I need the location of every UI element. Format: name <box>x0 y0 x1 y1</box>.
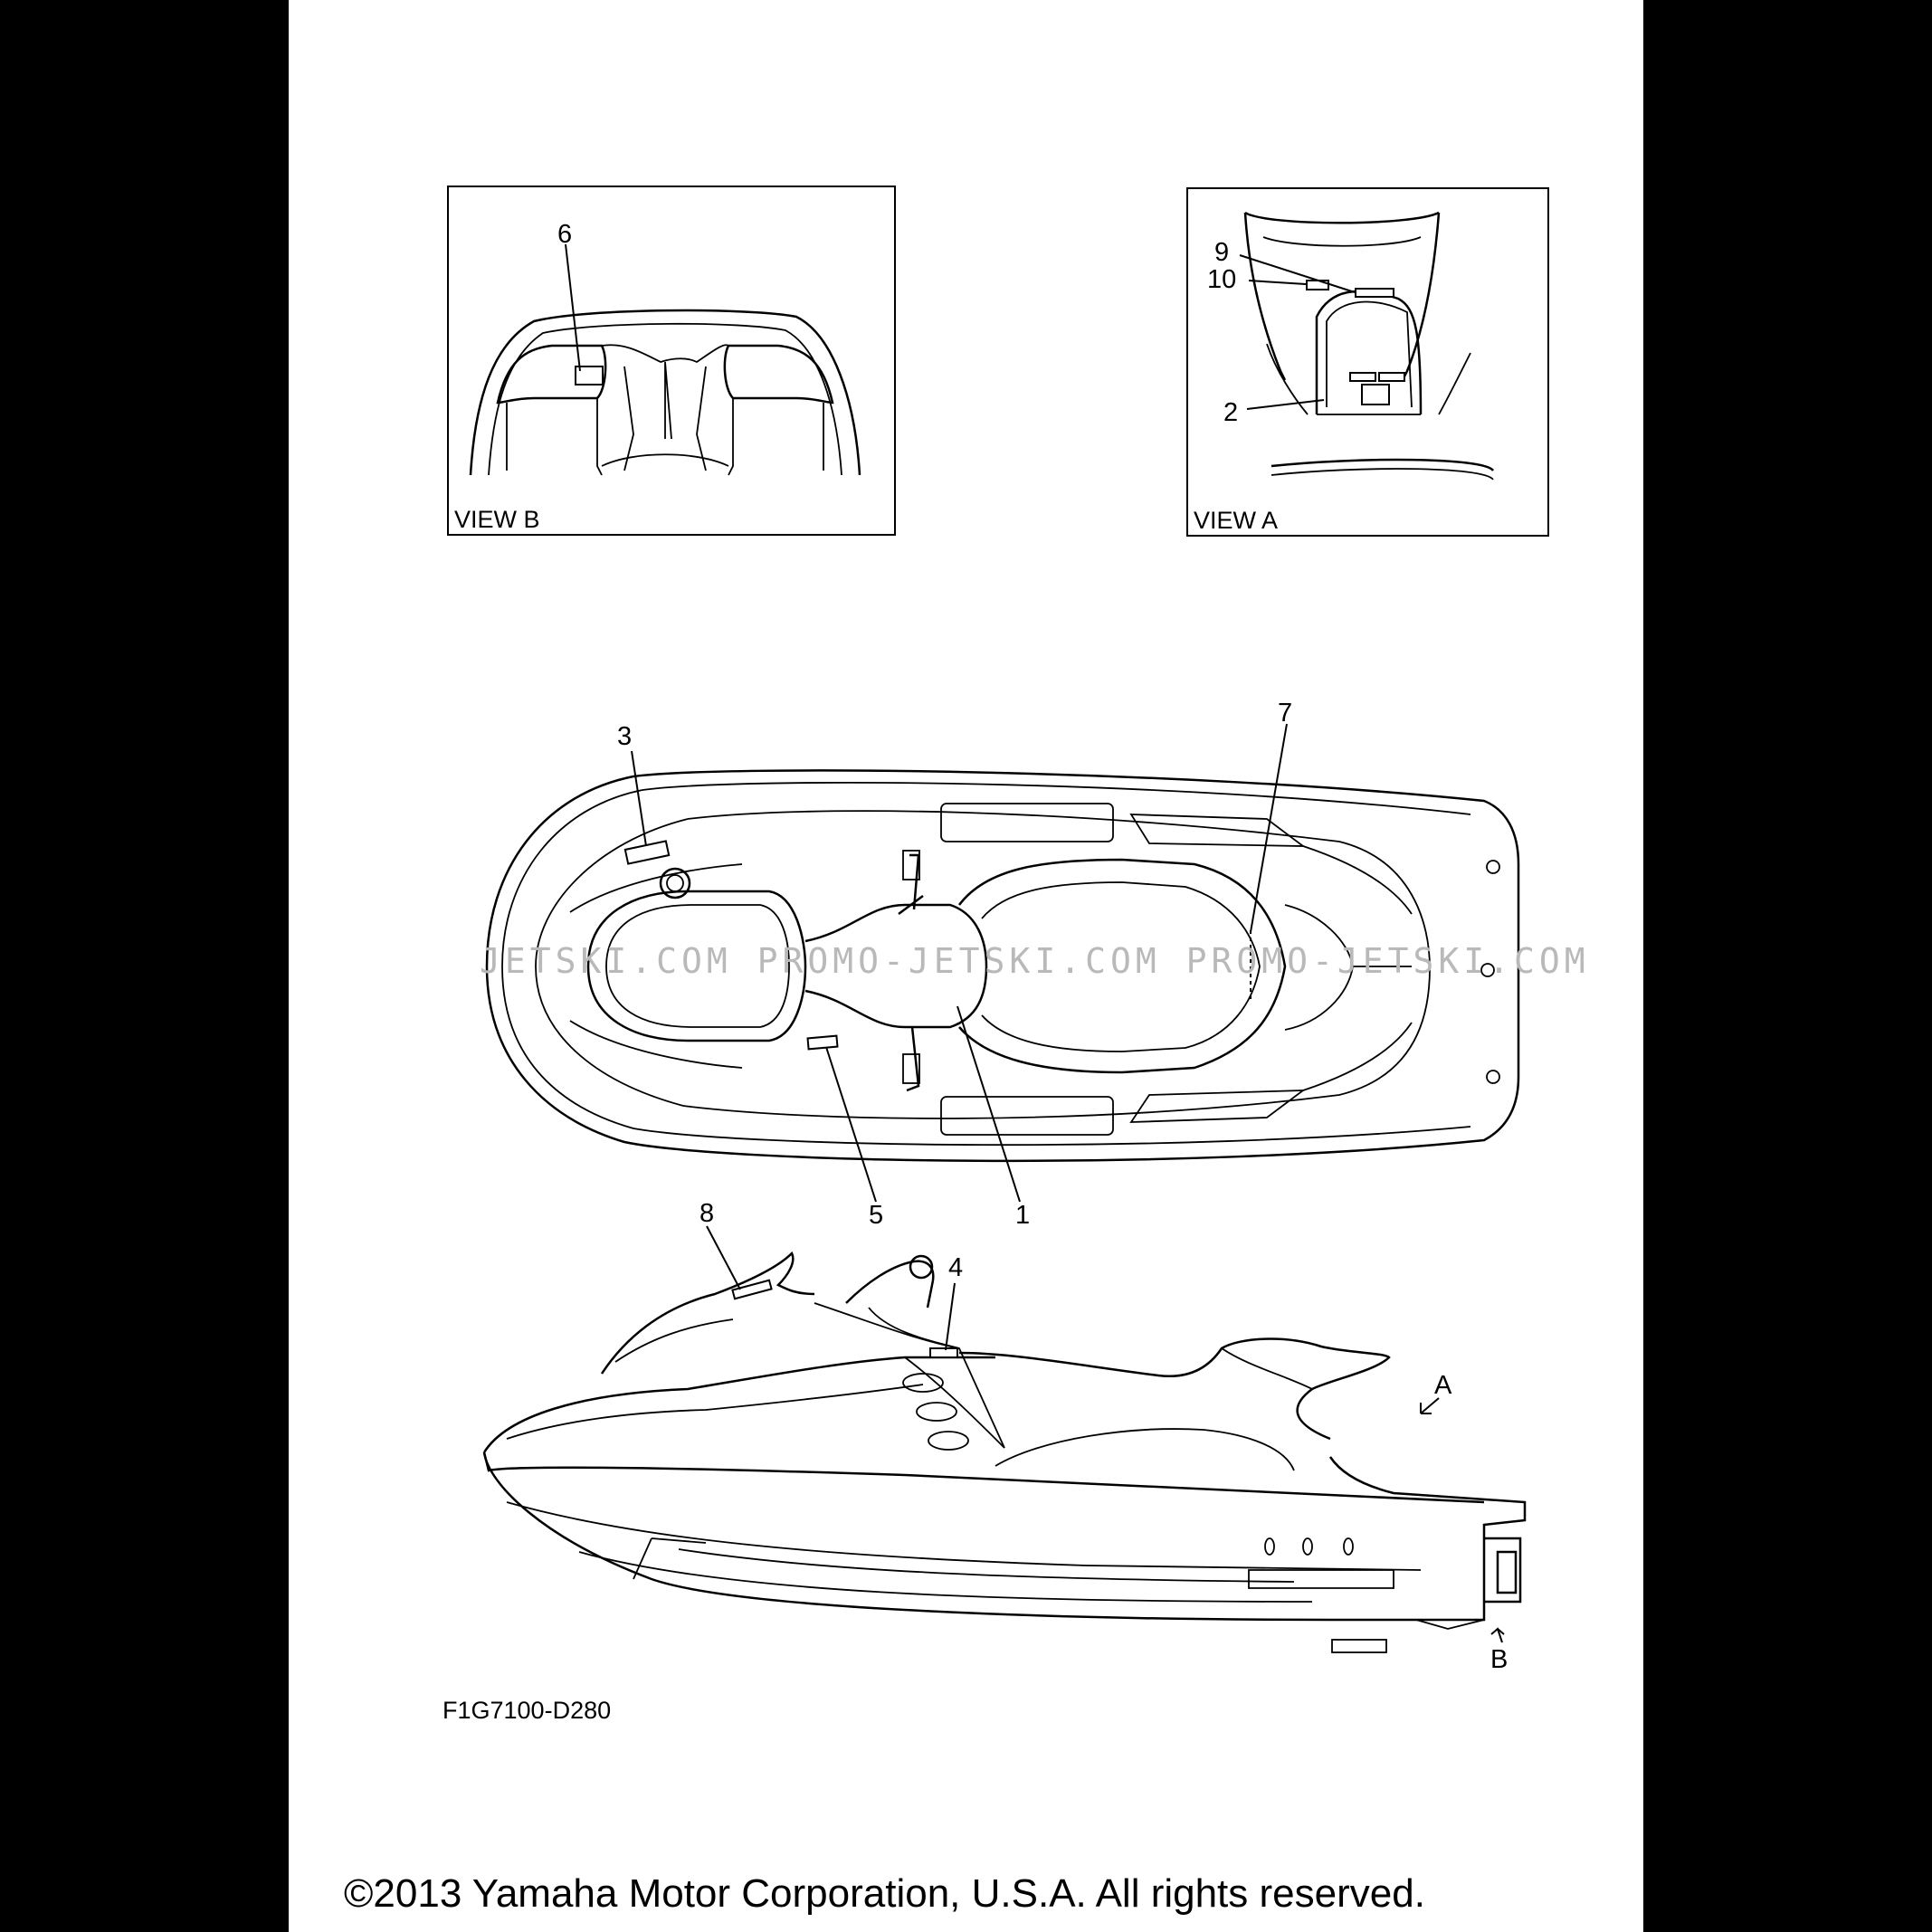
callout-10: 10 <box>1207 265 1236 294</box>
callout-3: 3 <box>617 722 632 751</box>
view-b-inset: VIEW B <box>447 186 896 536</box>
callout-6: 6 <box>557 220 572 249</box>
callout-4: 4 <box>948 1253 963 1282</box>
callout-2: 2 <box>1223 398 1238 427</box>
callout-b: B <box>1490 1645 1508 1674</box>
view-b-label: VIEW B <box>454 506 540 533</box>
figure-code: F1G7100-D280 <box>443 1697 612 1724</box>
copyright-notice: ©2013 Yamaha Motor Corporation, U.S.A. A… <box>344 1871 1425 1916</box>
view-a-drawing: 9 10 2 <box>1207 211 1495 481</box>
top-view-watercraft: 3 7 5 1 <box>485 699 1520 1230</box>
callout-5: 5 <box>869 1201 883 1230</box>
callout-7: 7 <box>1278 699 1292 728</box>
callout-a: A <box>1434 1371 1452 1400</box>
watermark-text: JETSKI.COM PROMO-JETSKI.COM PROMO-JETSKI… <box>480 941 1590 981</box>
side-view-watercraft: 8 4 A B <box>482 1199 1527 1674</box>
callout-1: 1 <box>1015 1201 1030 1230</box>
view-a-label: VIEW A <box>1194 507 1279 534</box>
callout-9: 9 <box>1214 238 1229 267</box>
view-b-drawing: 6 <box>469 220 861 476</box>
callout-8: 8 <box>700 1199 714 1228</box>
